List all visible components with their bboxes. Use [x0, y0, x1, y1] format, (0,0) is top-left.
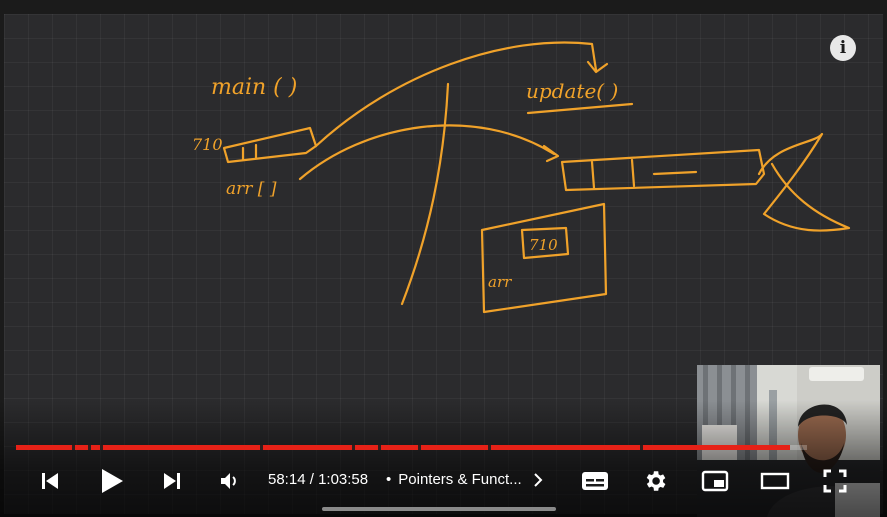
settings-gear-icon	[646, 471, 666, 491]
time-display: 58:14 / 1:03:58	[268, 471, 368, 488]
chapter-gap	[488, 445, 491, 450]
arr-container-box	[480, 202, 608, 314]
left-arr-label: arr [ ]	[226, 179, 277, 199]
current-time: 58:14	[268, 471, 306, 488]
next-button[interactable]	[154, 463, 190, 499]
chapter-gap	[88, 445, 91, 450]
left-array-box	[222, 126, 318, 164]
chapter-title: Pointers & Funct...	[398, 471, 522, 488]
chapter-bullet: •	[386, 471, 392, 488]
scroll-indicator	[322, 507, 556, 511]
progress-played	[16, 445, 790, 450]
chapter-gap	[72, 445, 75, 450]
arrow-to-right-array-head	[542, 144, 560, 163]
miniplayer-button[interactable]	[697, 463, 733, 499]
theater-mode-icon	[760, 472, 790, 490]
volume-icon	[221, 473, 236, 489]
address-inner-box	[520, 226, 570, 260]
controls-gradient	[0, 400, 887, 517]
fullscreen-button[interactable]	[817, 463, 853, 499]
update-function-label: update( )	[526, 79, 618, 103]
previous-icon	[42, 473, 58, 489]
fullscreen-icon	[823, 469, 847, 493]
whiteboard-sketch: main ( ) update( ) 710 arr [ ]	[192, 41, 851, 314]
address-inner-label: 710	[529, 236, 558, 254]
play-button[interactable]	[92, 463, 132, 499]
left-array-address: 710	[192, 135, 223, 154]
svg-text:main ( ): main ( )	[211, 75, 297, 100]
chapter-gap	[100, 445, 103, 450]
miniplayer-icon	[701, 470, 729, 492]
chapter-gap	[260, 445, 263, 450]
settings-button[interactable]	[637, 463, 673, 499]
arrow-to-right-array	[298, 124, 556, 181]
next-icon	[164, 473, 180, 489]
svg-text:arr: arr	[488, 273, 512, 291]
svg-text:arr [ ]: arr [ ]	[226, 179, 277, 199]
main-function-label: main ( )	[211, 75, 297, 100]
chapter-gap	[418, 445, 421, 450]
svg-text:710: 710	[529, 236, 558, 254]
right-array-box	[560, 148, 766, 192]
play-icon	[102, 469, 123, 493]
right-array-dividers	[590, 158, 698, 190]
scribble-cross	[757, 132, 851, 232]
svg-text:710: 710	[192, 135, 223, 154]
progress-bar[interactable]	[16, 445, 867, 450]
arrow-to-update	[314, 41, 598, 148]
chapter-gap	[352, 445, 355, 450]
svg-text:update( ): update( )	[526, 79, 618, 103]
left-array-dividers	[241, 143, 258, 162]
subtitles-button[interactable]	[577, 463, 613, 499]
chapter-gap	[640, 445, 643, 450]
total-duration: 1:03:58	[318, 471, 369, 488]
volume-button[interactable]	[212, 463, 248, 499]
arr-box-label: arr	[488, 273, 512, 291]
previous-button[interactable]	[32, 463, 68, 499]
chapter-button[interactable]: • Pointers & Funct...	[386, 471, 544, 488]
chapter-gap	[378, 445, 381, 450]
chevron-right-icon	[533, 472, 543, 487]
time-separator: /	[305, 471, 319, 488]
info-button[interactable]: i	[830, 35, 856, 61]
stack-divider-line	[400, 82, 450, 306]
subtitles-icon	[582, 472, 608, 490]
arrow-to-update-head	[586, 60, 609, 74]
update-underline	[526, 102, 634, 115]
theater-mode-button[interactable]	[757, 463, 793, 499]
